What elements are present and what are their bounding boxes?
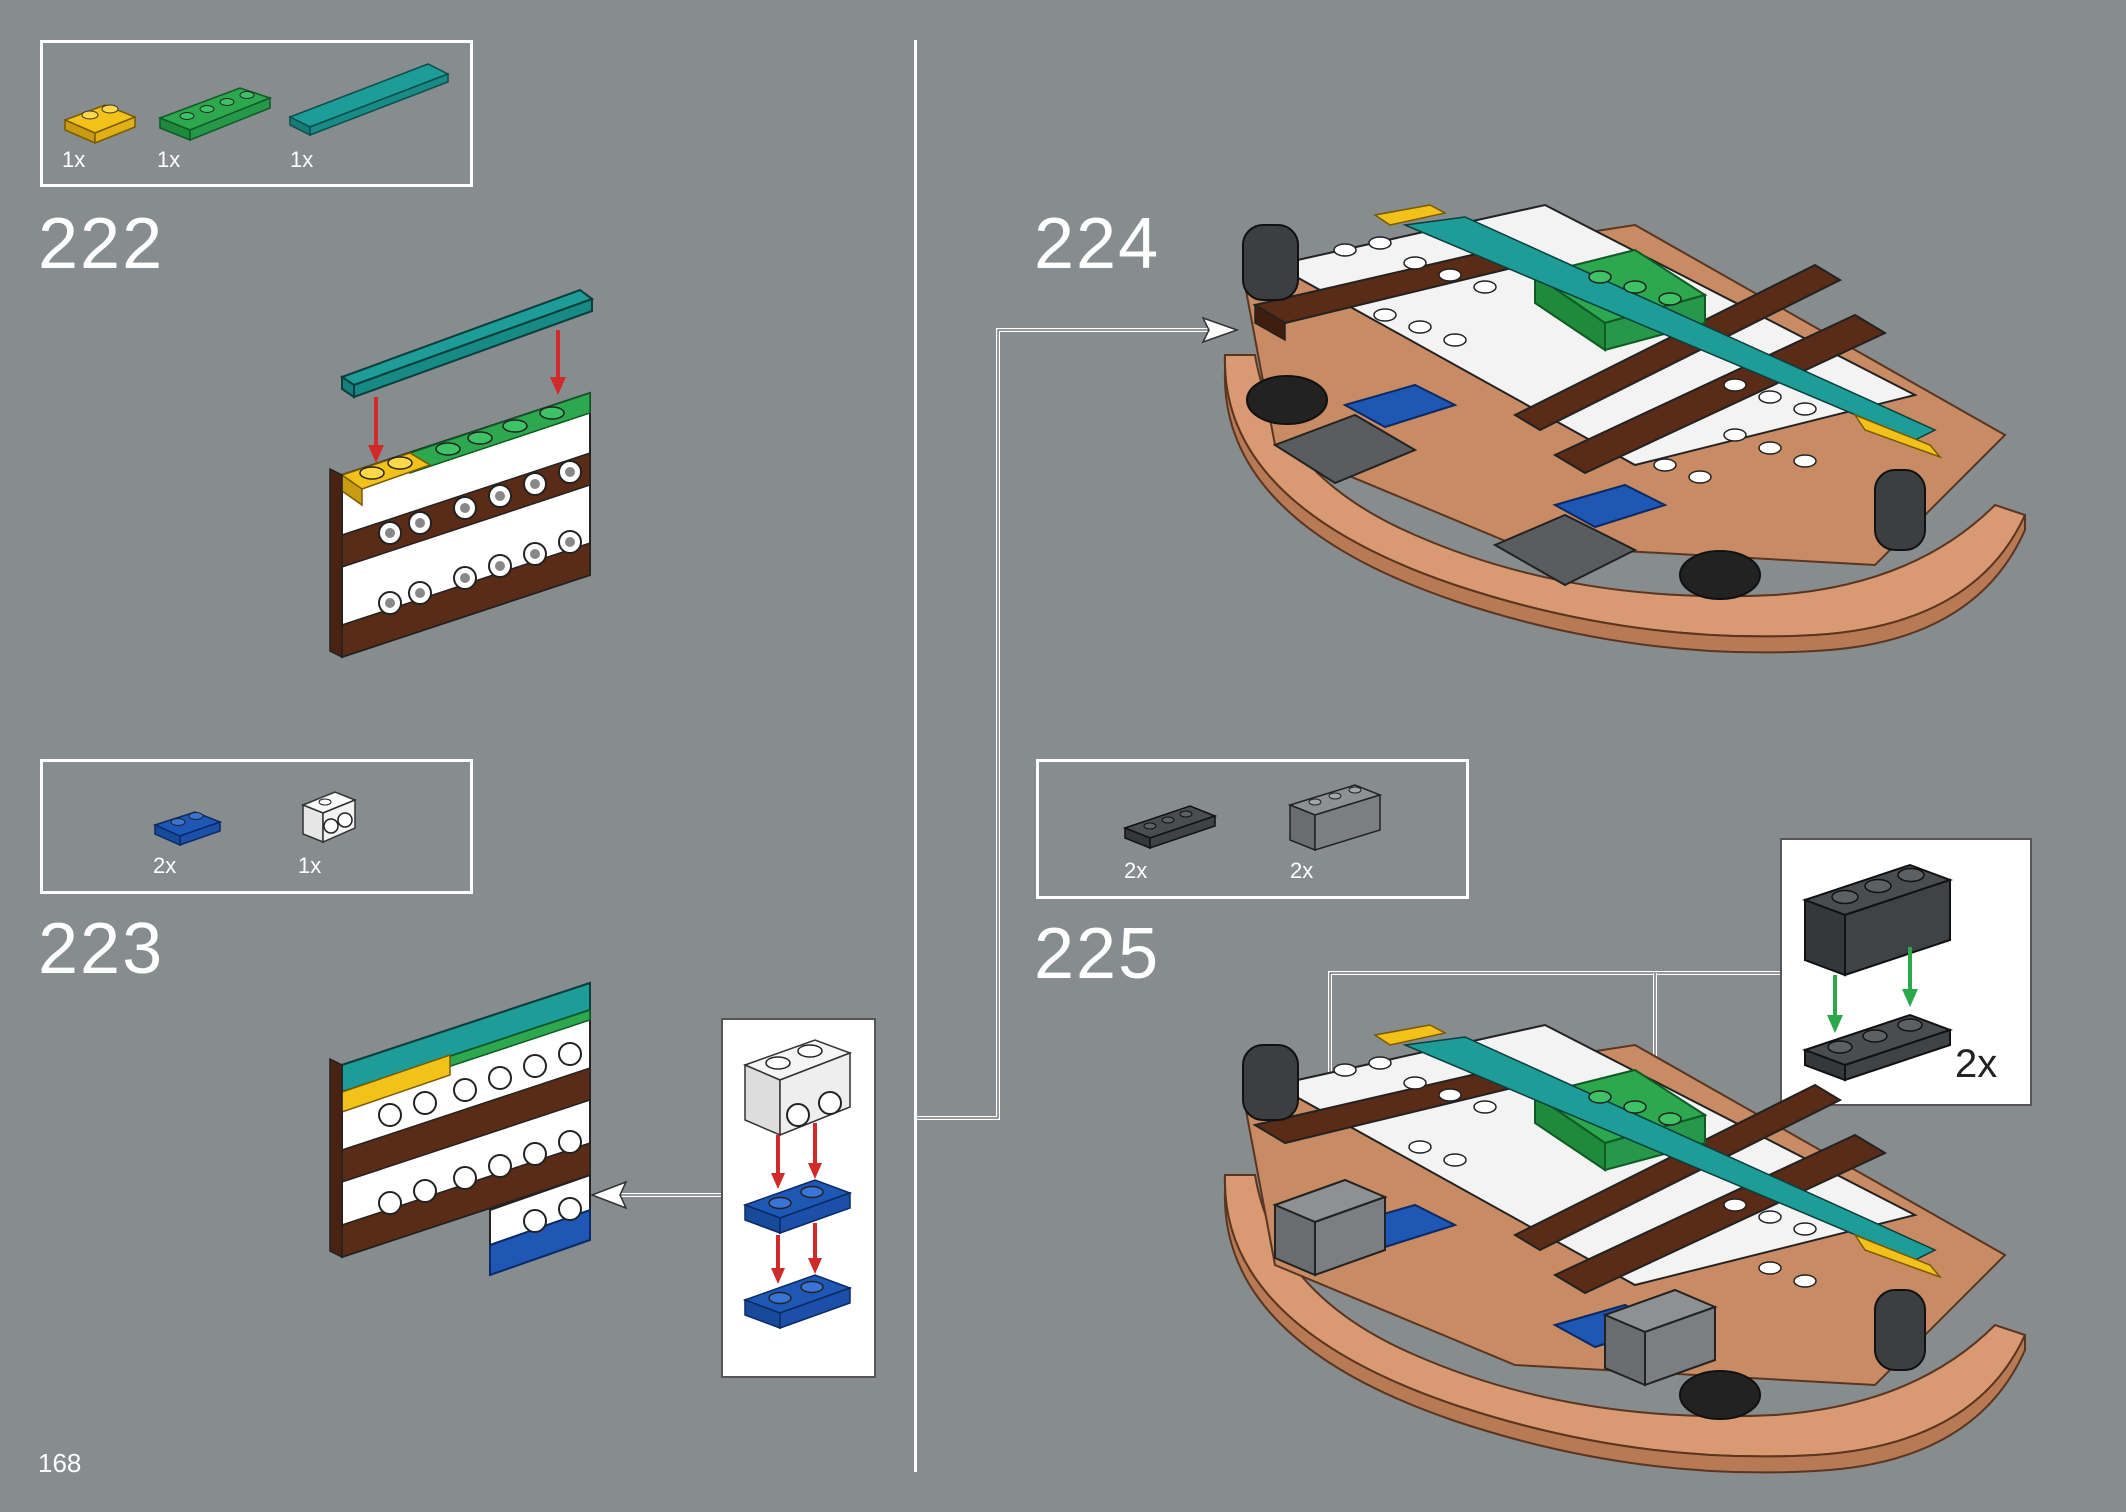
part-white-brick-icon (300, 791, 358, 844)
part-green-plate-icon (157, 87, 273, 142)
part-qty: 1x (157, 147, 181, 172)
part-gray-brick-icon (1287, 784, 1383, 852)
parts-list-222 (40, 40, 473, 187)
part-qty: 2x (1290, 858, 1314, 883)
step-number: 222 (38, 204, 165, 284)
part-qty: 1x (290, 147, 314, 172)
page-divider (914, 40, 917, 1472)
part-qty: 2x (153, 853, 177, 878)
step-number: 225 (1034, 914, 1161, 994)
connector-arrow (917, 316, 1240, 1120)
parts-list-225 (1036, 759, 1469, 899)
step-224-model (1223, 203, 2027, 654)
callout-225-parts (1802, 863, 1953, 1082)
step-225-model (1223, 1023, 2027, 1474)
step-number: 223 (38, 909, 165, 989)
part-dark-gray-plate-icon (1122, 805, 1218, 850)
callout-qty: 2x (1955, 1042, 1998, 1086)
part-blue-plate-icon (152, 811, 223, 847)
part-yellow-plate-icon (62, 104, 138, 145)
callout-223-parts (742, 1039, 853, 1330)
step-number: 224 (1034, 204, 1161, 284)
step-222-model (329, 288, 595, 659)
step-223-model (329, 981, 591, 1277)
part-qty: 2x (1124, 858, 1148, 883)
parts-list-223 (40, 759, 473, 894)
page-number: 168 (38, 1448, 82, 1478)
part-qty: 1x (298, 853, 322, 878)
part-qty: 1x (62, 147, 86, 172)
arrow-left-icon (589, 1180, 724, 1210)
part-teal-tile-icon (288, 63, 450, 137)
